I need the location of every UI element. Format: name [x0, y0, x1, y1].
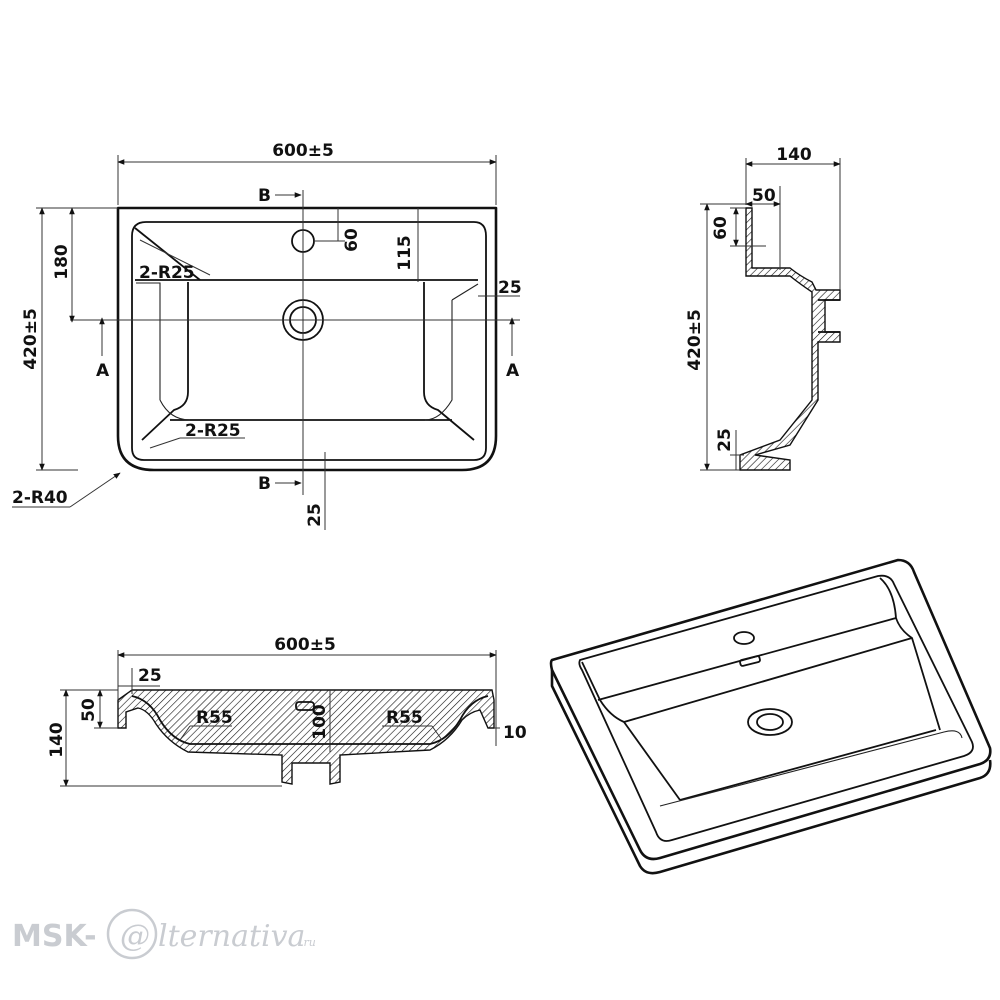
- front-section-profile: [117, 689, 495, 785]
- side-section-drain: [818, 299, 840, 333]
- top-back-label: 180: [52, 244, 72, 280]
- iso-rim: [578, 574, 974, 842]
- top-side-rim-label: 25: [498, 278, 522, 298]
- side-height-label: 420±5: [685, 309, 705, 371]
- side-bottom-label: 25: [715, 428, 735, 452]
- front-section: [117, 689, 495, 785]
- section-a-right: A: [506, 361, 520, 381]
- isometric-view: [549, 558, 992, 875]
- section-b-top: B: [258, 186, 271, 206]
- top-front-rim-label: 25: [305, 503, 325, 527]
- side-section: [739, 207, 841, 471]
- top-lower-radius-label: 2-R25: [185, 421, 241, 441]
- front-edge-label: 10: [503, 723, 527, 743]
- iso-drain-outer: [747, 708, 793, 736]
- top-view-bowl-walls: [136, 282, 479, 421]
- iso-tap-hole: [733, 631, 755, 645]
- top-width-label: 600±5: [272, 141, 334, 161]
- side-tap-label: 60: [711, 216, 731, 240]
- iso-outer-edge: [550, 670, 992, 875]
- front-radius-left-label: R55: [196, 708, 233, 728]
- iso-overflow-slot: [739, 655, 761, 667]
- iso-drain-inner: [756, 713, 784, 731]
- top-view-bowl: [141, 282, 475, 441]
- top-view-dimensions: 600±5 420±5 180 60 115 25 25 2-R25 2-R25…: [12, 141, 522, 530]
- top-height-label: 420±5: [21, 308, 41, 370]
- iso-bowl-lower: [659, 730, 963, 807]
- front-width-label: 600±5: [274, 635, 336, 655]
- front-radius-right-label: R55: [386, 708, 423, 728]
- iso-outer-top: [549, 558, 992, 861]
- top-upper-radius-label: 2-R25: [139, 263, 195, 283]
- front-rim-label: 25: [138, 666, 162, 686]
- side-depth-label: 140: [776, 145, 812, 165]
- watermark-suffix: lternativa: [158, 919, 305, 954]
- front-overflow-slot: [295, 701, 315, 711]
- watermark-domain: .ru: [300, 936, 316, 949]
- top-view-rim: [131, 221, 487, 461]
- top-view: [70, 190, 520, 495]
- front-depth-label: 140: [47, 722, 67, 758]
- top-corner-radius-label: 2-R40: [12, 488, 68, 508]
- side-section-profile: [739, 207, 841, 471]
- section-a-left: A: [96, 361, 110, 381]
- watermark-prefix: MSK-: [12, 919, 97, 954]
- front-section-dimensions: 600±5 25 140 50 R55 R55 100 10: [47, 635, 527, 787]
- side-rim-label: 50: [752, 186, 776, 206]
- top-view-outline: [116, 206, 498, 472]
- watermark: MSK- @ lternativa .ru: [12, 908, 316, 960]
- top-tap-label: 60: [342, 228, 362, 252]
- section-b-bottom: B: [258, 474, 271, 494]
- front-section-inner: [131, 695, 489, 745]
- side-section-dimensions: 140 50 60 420±5 25: [685, 145, 841, 471]
- watermark-at-sign: @: [120, 919, 150, 954]
- front-bowl-label: 100: [310, 704, 330, 740]
- watermark-at-ring: [106, 908, 158, 960]
- top-rim-label: 115: [395, 235, 415, 271]
- front-lip-label: 50: [79, 698, 99, 722]
- iso-bowl: [599, 617, 941, 801]
